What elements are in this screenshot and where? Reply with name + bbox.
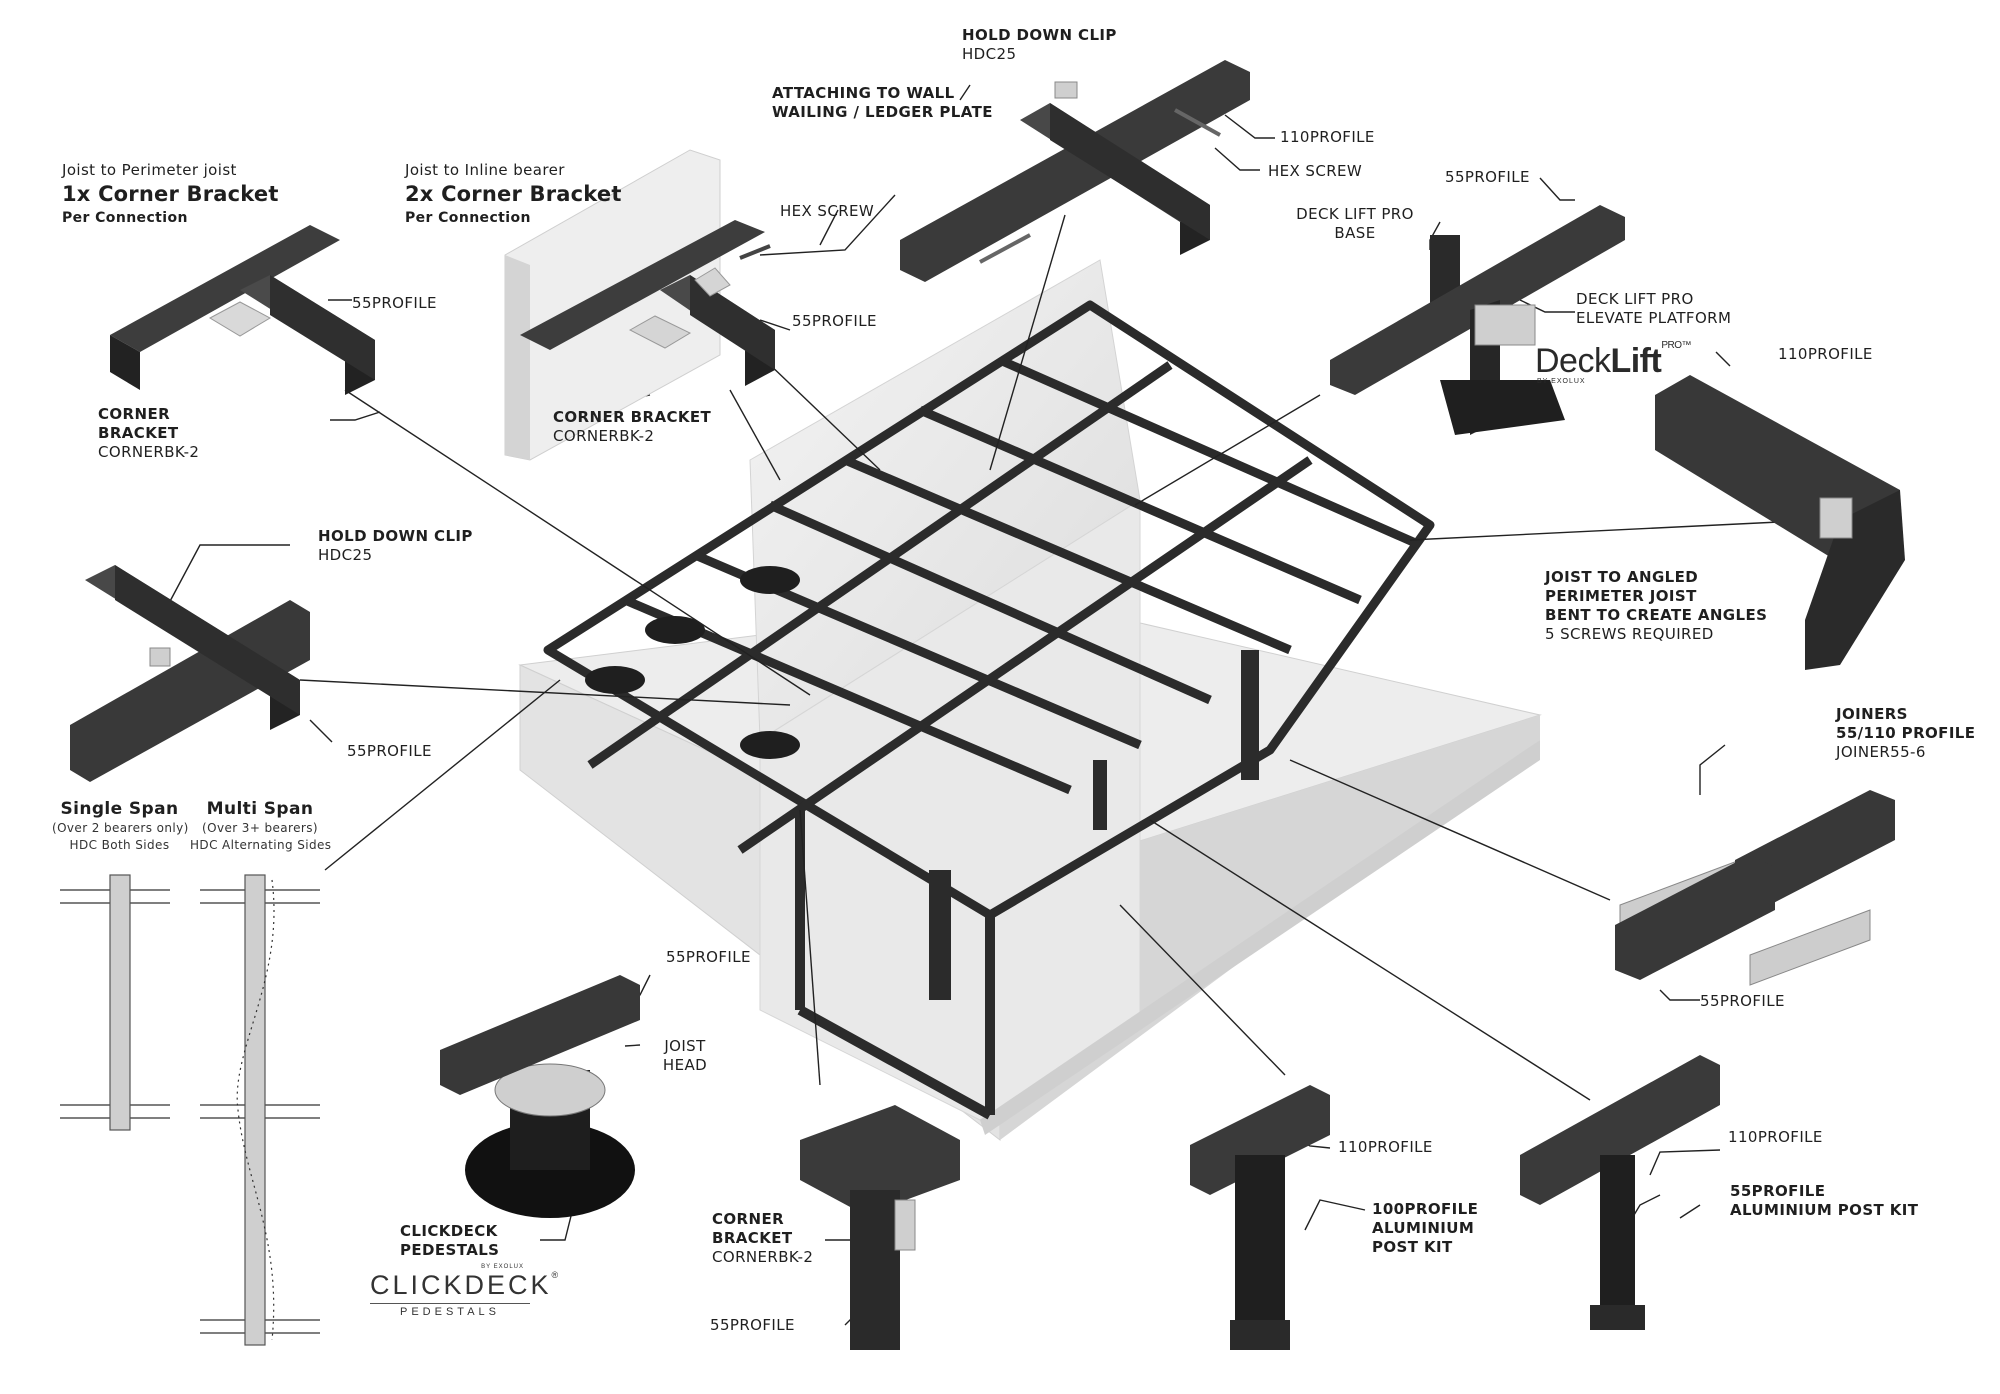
label-hdc-top: HOLD DOWN CLIP HDC25 [962, 26, 1117, 63]
label-joiners: JOINERS 55/110 PROFILE JOINER55-6 [1836, 705, 1976, 761]
decklift-assembly [1330, 205, 1625, 435]
label-110profile-top: 110PROFILE [1280, 128, 1375, 146]
label-multi-span: Multi Span (Over 3+ bearers) HDC Alterna… [190, 799, 332, 852]
label-55profile-bottom: 55PROFILE [710, 1316, 795, 1334]
clickdeck-pedestal [440, 975, 640, 1218]
clickdeck-logo: BY EXOLUX CLICKDECK® PEDESTALS [370, 1264, 562, 1318]
tl-t-joint [110, 225, 375, 395]
post-kit-55 [1520, 1055, 1720, 1330]
joiners-assembly [1615, 790, 1895, 986]
label-110profile-right: 110PROFILE [1778, 345, 1873, 363]
label-clickdeck-pedestals: CLICKDECK PEDESTALS [400, 1222, 500, 1259]
label-55profile-joiners: 55PROFILE [1700, 992, 1785, 1010]
label-55profile-wall: 55PROFILE [792, 312, 877, 330]
label-angled-joist: JOIST TO ANGLED PERIMETER JOIST BENT TO … [1545, 568, 1768, 643]
post-kit-100 [1190, 1085, 1330, 1350]
span-diagrams [60, 874, 320, 1346]
label-110profile-post-right: 110PROFILE [1728, 1128, 1823, 1146]
label-decklift-elevate: DECK LIFT PRO ELEVATE PLATFORM [1576, 290, 1732, 327]
label-corner-bracket-bottom: CORNER BRACKET CORNERBK-2 [712, 1210, 814, 1266]
label-decklift-base: DECK LIFT PRO BASE [1296, 205, 1414, 242]
label-hdc-left: HOLD DOWN CLIP HDC25 [318, 527, 473, 564]
label-hex-screw-wall: HEX SCREW [780, 202, 875, 220]
label-55profile-right: 55PROFILE [1445, 168, 1530, 186]
label-joist-perimeter: Joist to Perimeter joist 1x Corner Brack… [62, 161, 279, 226]
bottom-t-post [800, 1105, 960, 1350]
label-corner-bracket-wall: CORNER BRACKET CORNERBK-2 [553, 408, 712, 445]
frame-pedestals [585, 566, 800, 759]
decklift-logo: DeckLiftPRO™ BY EXOLUX [1535, 340, 1691, 385]
label-110profile-post: 110PROFILE [1338, 1138, 1433, 1156]
label-single-span: Single Span (Over 2 bearers only) HDC Bo… [52, 799, 189, 852]
angled-perimeter-joist [1655, 375, 1905, 670]
label-wall: ATTACHING TO WALL WAILING / LEDGER PLATE [772, 84, 993, 121]
label-joist-inline: Joist to Inline bearer 2x Corner Bracket… [405, 161, 622, 226]
label-post-kit-100: 100PROFILE ALUMINIUM POST KIT [1372, 1200, 1479, 1256]
label-hex-screw-top: HEX SCREW [1268, 162, 1363, 180]
label-55profile-tl: 55PROFILE [352, 294, 437, 312]
top-110-cross [900, 60, 1250, 282]
label-joist-head: JOIST HEAD [662, 1037, 708, 1074]
label-55profile-pedestal: 55PROFILE [666, 948, 751, 966]
label-post-kit-55: 55PROFILE ALUMINIUM POST KIT [1730, 1182, 1919, 1219]
wall-assembly [504, 149, 775, 461]
label-corner-bracket-left: CORNER BRACKET CORNERBK-2 [98, 405, 200, 461]
leader-lines [299, 214, 1821, 1101]
label-55profile-left-cross: 55PROFILE [347, 742, 432, 760]
left-cross [70, 565, 310, 782]
